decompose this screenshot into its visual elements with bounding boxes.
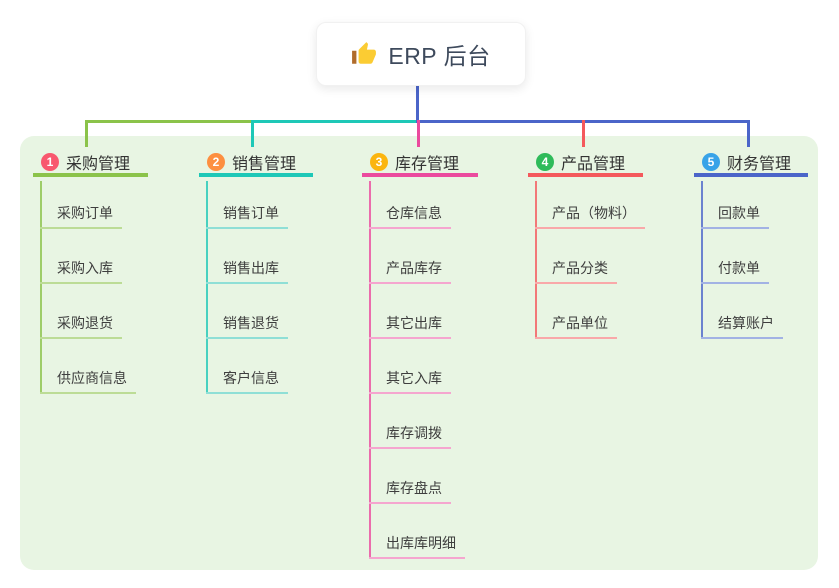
branch-header[interactable]: 2 销售管理 [199,150,313,177]
child-node[interactable]: 产品（物料） [535,201,645,229]
child-node[interactable]: 销售订单 [206,201,288,229]
branch-header[interactable]: 4 产品管理 [528,150,643,177]
branch-header[interactable]: 3 库存管理 [362,150,478,177]
branch-number-badge: 4 [536,152,554,171]
child-node[interactable]: 客户信息 [206,366,288,394]
child-node[interactable]: 其它出库 [369,311,451,339]
bus-segment [86,120,253,123]
root-title: ERP 后台 [388,43,491,69]
child-node[interactable]: 库存调拨 [369,421,451,449]
child-node[interactable]: 结算账户 [701,311,783,339]
child-node[interactable]: 出库库明细 [369,531,465,559]
branch-spine [701,181,703,339]
branch-number-badge: 5 [702,152,720,171]
child-node[interactable]: 销售出库 [206,256,288,284]
branch-connector [747,120,750,147]
child-node[interactable]: 回款单 [701,201,769,229]
root-connector [416,84,419,123]
branch-connector [251,120,254,147]
branch-spine [40,181,42,394]
branch-spine [206,181,208,394]
thumbs-up-icon [351,41,377,67]
branch-label: 财务管理 [727,155,792,173]
root-node[interactable]: ERP 后台 [316,22,526,86]
child-node[interactable]: 产品单位 [535,311,617,339]
branch-header[interactable]: 1 采购管理 [33,150,148,177]
branch-connector [85,120,88,147]
branch-spine [369,181,371,559]
child-node[interactable]: 产品分类 [535,256,617,284]
child-node[interactable]: 付款单 [701,256,769,284]
branch-number-badge: 3 [370,152,388,171]
branch-label: 产品管理 [561,155,626,173]
child-node[interactable]: 库存盘点 [369,476,451,504]
child-node[interactable]: 供应商信息 [40,366,136,394]
child-node[interactable]: 销售退货 [206,311,288,339]
child-node[interactable]: 仓库信息 [369,201,451,229]
branch-spine [535,181,537,339]
child-node[interactable]: 采购订单 [40,201,122,229]
branch-connector [582,120,585,147]
branch-label: 销售管理 [232,155,297,173]
branches-panel [20,136,818,570]
branch-label: 库存管理 [395,155,460,173]
bus-segment [251,120,420,123]
child-node[interactable]: 其它入库 [369,366,451,394]
branch-header[interactable]: 5 财务管理 [694,150,808,177]
child-node[interactable]: 采购入库 [40,256,122,284]
branch-number-badge: 1 [41,152,59,171]
branch-number-badge: 2 [207,152,225,171]
child-node[interactable]: 产品库存 [369,256,451,284]
child-node[interactable]: 采购退货 [40,311,122,339]
branch-label: 采购管理 [66,155,131,173]
branch-connector [417,120,420,147]
